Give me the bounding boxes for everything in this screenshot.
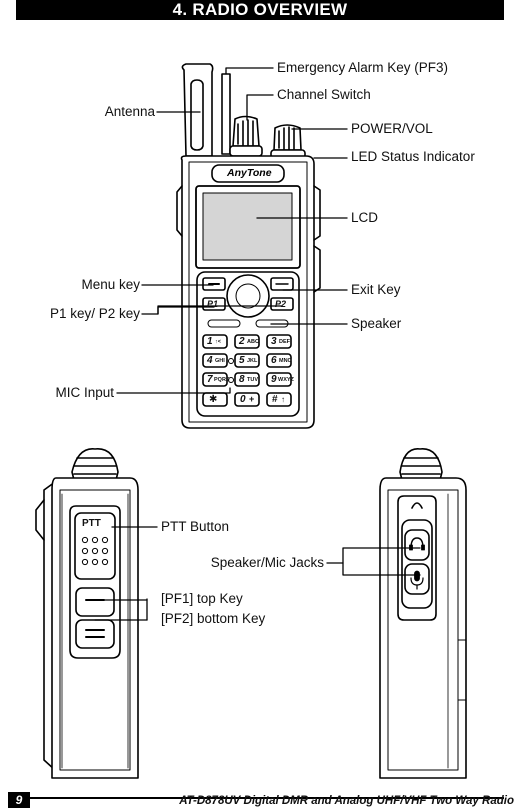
ptt-key-text: PTT (82, 518, 101, 529)
label-channel-switch: Channel Switch (277, 87, 371, 102)
key-9-sub: WXYZ (278, 377, 294, 383)
key-9: 9 (271, 374, 277, 385)
front-leader-lines (116, 67, 348, 394)
p1-key-text: P1 (207, 299, 219, 309)
p2-key-text: P2 (275, 299, 287, 309)
key-7-sub: PQRS (214, 377, 230, 383)
brand-logo-text: AnyTone (227, 167, 272, 179)
key-6-sub: MNO (279, 358, 292, 364)
key-0: 0 (240, 394, 246, 405)
key-4: 4 (207, 355, 213, 366)
page-number: 9 (8, 792, 30, 808)
label-speaker: Speaker (351, 316, 402, 331)
label-exit-key: Exit Key (351, 282, 401, 297)
label-menu-key: Menu key (81, 277, 140, 292)
ptt-grille-holes (81, 536, 109, 566)
page-title: 4. RADIO OVERVIEW (16, 0, 504, 20)
key-hash-sub: ↑ (281, 395, 285, 404)
label-pf1-top-key: [PF1] top Key (161, 591, 243, 606)
key-5-sub: JKL (247, 358, 258, 364)
label-mic-input: MIC Input (55, 385, 114, 400)
label-emergency-alarm-key: Emergency Alarm Key (PF3) (277, 60, 449, 75)
key-3-sub: DEF (279, 339, 290, 345)
label-lcd: LCD (351, 210, 379, 225)
label-speaker-mic-jacks: Speaker/Mic Jacks (210, 555, 324, 570)
key-star: ✱ (209, 394, 218, 405)
key-6: 6 (271, 355, 277, 366)
label-p1-p2-key: P1 key/ P2 key (49, 306, 140, 321)
key-1: 1 (207, 336, 213, 347)
key-2-sub: ABC (247, 339, 259, 345)
right-side-radio-illustration (379, 448, 467, 779)
side-leader-lines (94, 526, 421, 621)
key-hash: # (272, 394, 278, 405)
label-pf2-bottom-key: [PF2] bottom Key (161, 611, 266, 626)
label-led-status-indicator: LED Status Indicator (351, 149, 475, 164)
front-radio-illustration (176, 63, 321, 429)
key-2: 2 (239, 336, 245, 347)
key-3: 3 (271, 336, 277, 347)
key-8-sub: TUV (247, 377, 258, 383)
key-7: 7 (207, 374, 213, 385)
left-side-radio-illustration (35, 448, 139, 779)
label-antenna: Antenna (104, 104, 155, 119)
footer-title: AT-D878UV Digital DMR and Analog UHF/VHF… (179, 795, 514, 807)
key-4-sub: GHI (215, 358, 225, 364)
key-8: 8 (239, 374, 245, 385)
key-5: 5 (239, 355, 245, 366)
key-1-sub: ↑< (215, 339, 221, 345)
label-ptt-button: PTT Button (161, 519, 230, 534)
footer-rule (16, 797, 504, 799)
label-power-vol: POWER/VOL (351, 121, 433, 136)
key-0-sub: + (249, 394, 255, 404)
